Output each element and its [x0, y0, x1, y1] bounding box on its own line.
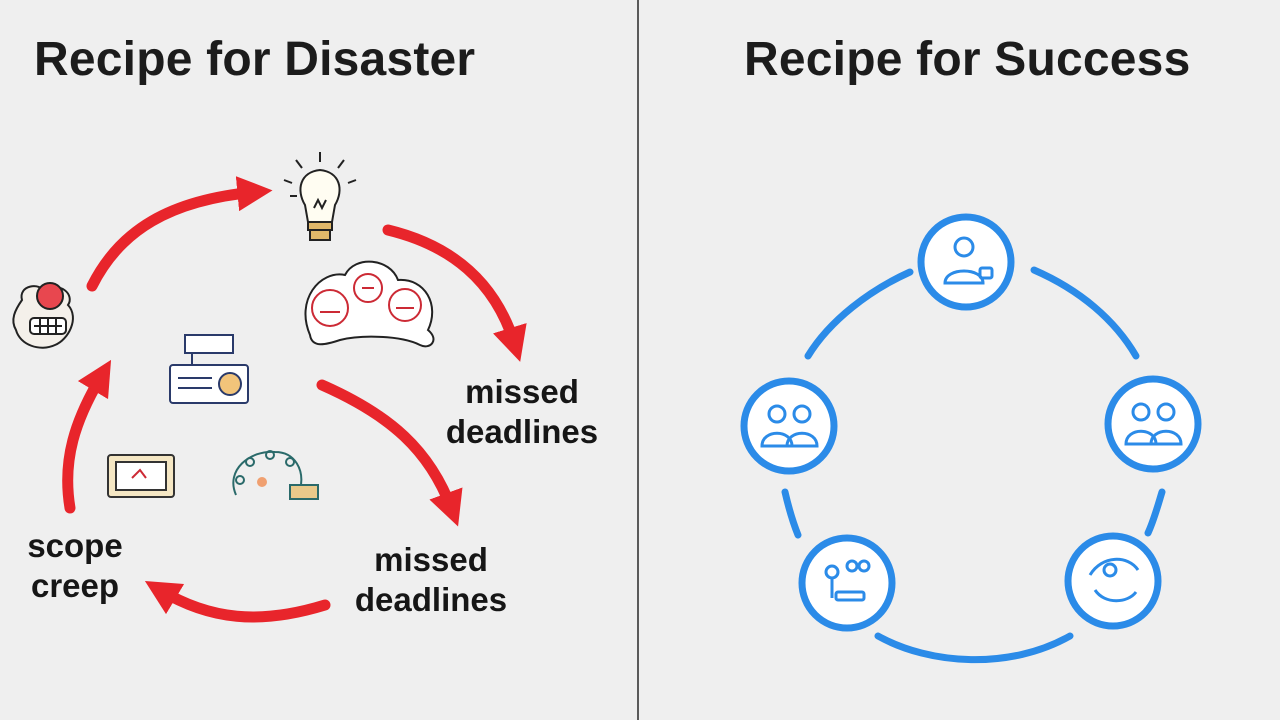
ring-connector [804, 268, 914, 360]
arrow-to-lightbulb [86, 176, 273, 292]
person-icon [917, 213, 1015, 311]
arrow-from-scope-creep [62, 359, 112, 514]
team-icon [740, 377, 838, 475]
success-title: Recipe for Success [744, 33, 1191, 86]
success-panel: Recipe for Success [640, 0, 1280, 720]
disaster-panel: Recipe for Disaster [0, 0, 638, 720]
tablet-icon [107, 454, 175, 498]
lightbulb-icon [283, 152, 357, 241]
ring-connector [781, 488, 802, 539]
ring-connector [1030, 266, 1140, 360]
success-cycle-diagram [740, 213, 1202, 664]
printer-icon [169, 334, 249, 404]
panel-divider [637, 0, 639, 720]
tools-icon [798, 534, 896, 632]
ring-connector [1144, 488, 1166, 537]
team-icon [1104, 375, 1202, 473]
missed-deadlines-label-bottom: missed deadlines [354, 541, 508, 618]
brain-icon [304, 260, 435, 348]
arrow-to-missed-deadlines-bottom [316, 379, 463, 527]
arrow-to-scope-creep [144, 580, 331, 623]
disaster-title: Recipe for Disaster [34, 33, 476, 86]
scope-creep-label: scope creep [27, 527, 123, 604]
chain-icon [232, 450, 319, 500]
eye-icon [1064, 532, 1162, 630]
arrow-to-missed-deadlines-top [382, 224, 527, 362]
ring-connector [874, 632, 1074, 664]
missed-deadlines-label-top: missed deadlines [445, 373, 599, 450]
angry-face-icon [12, 282, 74, 349]
disaster-cycle-diagram [12, 152, 527, 623]
